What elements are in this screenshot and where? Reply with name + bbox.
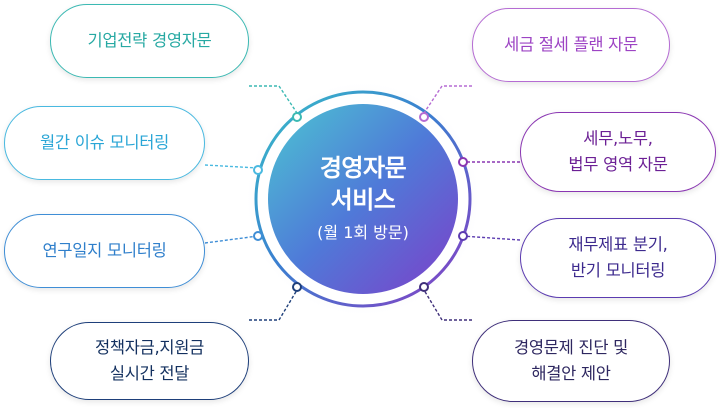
dot-right-1 — [419, 112, 429, 122]
service-item-research-log: 연구일지 모니터링 — [4, 214, 205, 288]
dot-left-1 — [292, 112, 302, 122]
dot-right-2 — [458, 157, 468, 167]
service-item-label: 기업전략 경영자문 — [87, 31, 212, 50]
center-node: 경영자문 서비스 (월 1회 방문) — [268, 104, 458, 294]
connector-left-1 — [249, 85, 298, 114]
connector-left-2 — [204, 164, 259, 169]
service-item-label: 실시간 전달 — [109, 364, 190, 383]
service-item-tax-saving: 세금 절세 플랜 자문 — [472, 8, 670, 82]
dot-left-2 — [253, 165, 263, 175]
service-item-financial-statement: 재무제표 분기, 반기 모니터링 — [520, 218, 716, 298]
service-item-label: 해결안 제안 — [531, 364, 611, 383]
service-item-label: 정책자금,지원금 — [94, 338, 205, 357]
dot-right-4 — [419, 282, 429, 292]
service-item-label: 연구일지 모니터링 — [42, 241, 167, 260]
center-subtitle: (월 1회 방문) — [317, 223, 409, 242]
service-item-tax-labor-legal: 세무,노무, 법무 영역 자문 — [520, 112, 716, 192]
connector-right-4 — [423, 289, 472, 321]
service-item-policy-fund: 정책자금,지원금 실시간 전달 — [50, 322, 249, 400]
center-title-line1: 경영자문 — [319, 154, 407, 182]
service-item-label: 경영문제 진단 및 — [513, 338, 629, 357]
service-item-label: 월간 이슈 모니터링 — [40, 133, 169, 152]
service-item-label: 세무,노무, — [583, 129, 653, 148]
service-item-corporate-strategy: 기업전략 경영자문 — [50, 4, 249, 78]
connector-left-4 — [249, 289, 298, 321]
dot-left-3 — [253, 231, 263, 241]
connector-left-3 — [204, 235, 259, 244]
service-item-diagnosis-solution: 경영문제 진단 및 해결안 제안 — [472, 320, 670, 402]
service-item-label: 재무제표 분기, — [568, 235, 668, 254]
center-core — [268, 104, 458, 294]
service-item-label: 세금 절세 플랜 자문 — [504, 35, 638, 54]
connector-right-1 — [423, 85, 472, 114]
center-title-line2: 서비스 — [330, 186, 396, 214]
dot-left-4 — [292, 282, 302, 292]
service-item-monthly-issue: 월간 이슈 모니터링 — [4, 106, 205, 180]
dot-right-3 — [458, 231, 468, 241]
service-item-label: 법무 영역 자문 — [568, 155, 668, 174]
service-item-label: 반기 모니터링 — [570, 261, 666, 280]
